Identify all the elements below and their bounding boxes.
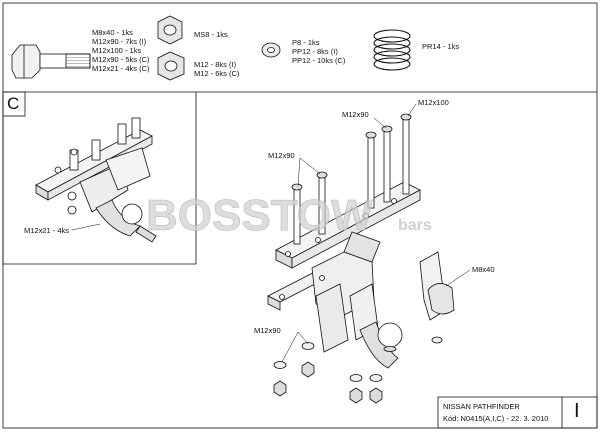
inset-letter: C [7, 94, 20, 113]
main-towbar-sketch [267, 113, 455, 404]
inset-towbar-sketch [35, 117, 157, 243]
callout-m12x90-top: M12x90 [342, 110, 369, 119]
callout-leaders [281, 103, 471, 363]
part-line: M12x90 - 5ks (C) [92, 55, 150, 64]
spring-icon [373, 29, 411, 71]
nut-m12-icon [157, 51, 185, 81]
part-line: M12 - 6ks (C) [194, 69, 240, 78]
footer-model: NISSAN PATHFINDER [443, 402, 520, 411]
watermark-suffix: bars [398, 217, 432, 234]
callout-m8x40: M8x40 [472, 265, 495, 274]
inset-letter-box [2, 91, 26, 117]
bolt-icon [11, 44, 91, 79]
nut-ms8-label: MS8 - 1ks [194, 30, 228, 39]
callout-m12x90-bottom: M12x90 [254, 326, 281, 335]
part-line: PP12 - 8ks (I) [292, 47, 338, 56]
spring-label: PR14 - 1ks [422, 42, 460, 51]
bolt-parts-list: M8x40 - 1ks M12x90 - 7ks (I) M12x100 - 1… [92, 28, 150, 73]
part-line: M12 - 8ks (I) [194, 60, 237, 69]
bosstow-watermark: BOSSTOW bars [146, 191, 432, 241]
title-block [437, 396, 598, 429]
part-line: M12x90 - 7ks (I) [92, 37, 147, 46]
part-line: M12x21 - 4ks (C) [92, 64, 150, 73]
part-line: PP12 - 10ks (C) [292, 56, 346, 65]
watermark-brand: BOSSTOW [146, 191, 373, 240]
nut-ms8-icon [157, 15, 183, 45]
washer-parts-list: P8 - 1ks PP12 - 8ks (I) PP12 - 10ks (C) [292, 38, 345, 65]
footer-variant: I [574, 400, 580, 422]
part-line: M8x40 - 1ks [92, 28, 133, 37]
inset-m12x21-label: M12x21 - 4ks [24, 226, 70, 235]
callout-m12x90-left: M12x90 [268, 151, 295, 160]
inset-frame [2, 92, 197, 265]
nut-m12-parts-list: M12 - 8ks (I) M12 - 6ks (C) [194, 60, 239, 78]
part-line: P8 - 1ks [292, 38, 320, 47]
washer-icon [261, 42, 281, 58]
part-line: M12x100 - 1ks [92, 46, 142, 55]
footer-code: Kód: N0415(A,I,C) - 22. 3. 2010 [443, 414, 549, 423]
callout-m12x100: M12x100 [418, 98, 449, 107]
